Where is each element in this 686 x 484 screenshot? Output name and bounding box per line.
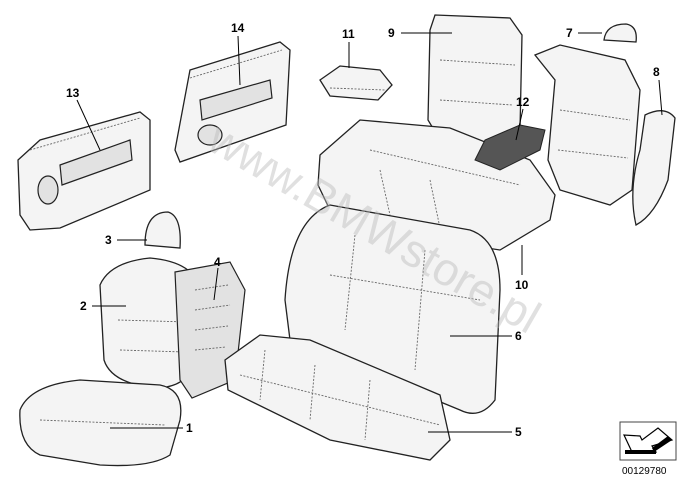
part-door-trim-rear[interactable]	[174, 41, 291, 163]
label-part-11: 11	[342, 27, 355, 41]
label-part-3: 3	[105, 233, 112, 247]
label-part-1: 1	[186, 421, 193, 435]
part-seat-cushion-front[interactable]	[19, 379, 182, 467]
label-part-4: 4	[214, 255, 221, 269]
orientation-arrow-icon	[619, 421, 677, 461]
label-part-6: 6	[515, 329, 522, 343]
label-part-12: 12	[516, 95, 530, 109]
part-seat-cushion-rear-lower[interactable]	[224, 334, 451, 461]
label-part-10: 10	[515, 278, 529, 292]
part-door-trim-front[interactable]	[17, 111, 151, 231]
label-part-14: 14	[231, 21, 245, 35]
label-part-8: 8	[653, 65, 660, 79]
part-backrest-rear-lower[interactable]	[284, 204, 501, 414]
label-part-7: 7	[566, 26, 573, 40]
part-headrest-front[interactable]	[144, 211, 181, 249]
part-armrest-cover[interactable]	[319, 65, 393, 101]
diagram-number: 00129780	[622, 466, 667, 477]
part-side-bolster[interactable]	[632, 110, 676, 226]
part-backrest-rear-right[interactable]	[533, 44, 641, 206]
label-part-9: 9	[388, 26, 395, 40]
label-part-5: 5	[515, 425, 522, 439]
part-headrest-rear[interactable]	[603, 23, 637, 43]
leader-lines	[76, 32, 663, 433]
label-part-13: 13	[66, 86, 80, 100]
label-part-2: 2	[80, 299, 87, 313]
part-armrest-center[interactable]	[474, 124, 546, 171]
